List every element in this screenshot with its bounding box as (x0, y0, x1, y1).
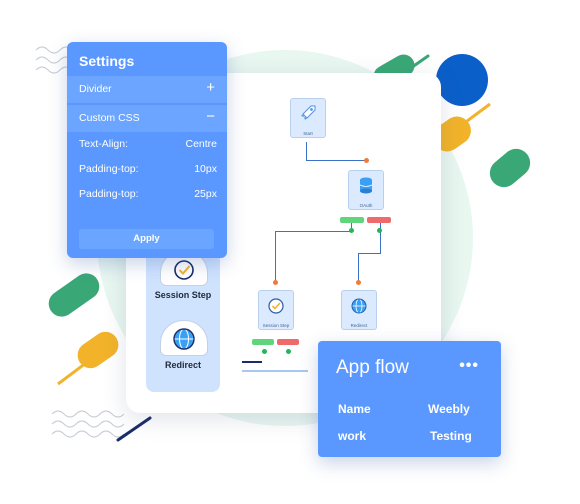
port-out[interactable] (356, 280, 361, 285)
app-flow-field-label: Name (338, 402, 371, 416)
decor-green-line (406, 54, 430, 72)
app-flow-field-value: Weebly (428, 402, 470, 416)
settings-row-label: Text-Align: (79, 138, 129, 150)
decor-green-capsule-right (489, 148, 531, 188)
port-out[interactable] (273, 280, 278, 285)
decor-blue-circle (436, 54, 488, 106)
decor-yellow-capsule-right (433, 116, 471, 152)
redirect-globe-icon (173, 328, 195, 350)
settings-panel: Settings Divider + Custom CSS − Text-Ali… (67, 42, 227, 258)
connector-start-oauth-h (306, 160, 366, 161)
connector-start-oauth-v1 (306, 142, 307, 160)
success-outlet[interactable] (340, 217, 364, 223)
checkmark-gauge-icon (174, 260, 194, 280)
app-flow-card: App flow ••• Name Weebly work Testing (318, 341, 501, 457)
settings-row-padding-top[interactable]: Padding-top: 10px (67, 156, 227, 183)
flow-node-oauth[interactable]: OAuth (348, 170, 384, 210)
connector-oauth-session-v (351, 222, 352, 232)
app-flow-title: App flow (336, 357, 409, 378)
wave-pattern-bottom-left (51, 410, 125, 438)
expand-plus-icon[interactable]: + (206, 79, 215, 96)
failure-outlet[interactable] (277, 339, 299, 345)
settings-row-label: Custom CSS (79, 112, 140, 124)
redirect-globe-icon (351, 298, 367, 314)
settings-row-label: Divider (79, 83, 112, 95)
failure-outlet[interactable] (367, 217, 391, 223)
more-options-icon[interactable]: ••• (459, 357, 479, 374)
decor-navy-stroke (116, 416, 152, 442)
flow-node-start[interactable]: Start (290, 98, 326, 138)
flow-node-label: Redirect (350, 323, 368, 328)
settings-row-label: Padding-top: (79, 188, 139, 200)
settings-row-text-align[interactable]: Text-Align: Centre (67, 131, 227, 158)
settings-row-label: Padding-top: (79, 163, 139, 175)
connector-oauth-redirect-v2 (358, 253, 359, 281)
port-in[interactable] (286, 349, 291, 354)
app-flow-field-value: Testing (430, 429, 472, 443)
apply-button[interactable]: Apply (79, 229, 214, 249)
decor-green-capsule-left (48, 273, 100, 317)
collapse-minus-icon[interactable]: − (206, 108, 215, 125)
flow-node-session-step[interactable]: Session Step (258, 290, 294, 330)
connector-oauth-session-v2 (275, 231, 276, 281)
palette-item-label: Session Step (154, 290, 212, 300)
connector-oauth-redirect-h (358, 253, 381, 254)
flow-node-label: Session Step (262, 323, 290, 328)
app-flow-field-label: work (338, 429, 367, 443)
palette-item-label: Redirect (164, 360, 201, 370)
connector-oauth-redirect-v (380, 222, 381, 254)
success-outlet[interactable] (252, 339, 274, 345)
text-align-value[interactable]: Centre (185, 138, 217, 150)
settings-row-divider[interactable]: Divider + (67, 76, 227, 103)
flow-node-label: OAuth (359, 203, 373, 208)
flow-node-label: Start (303, 131, 313, 136)
drag-indicator-line (242, 370, 308, 372)
checkmark-gauge-icon (268, 298, 284, 314)
settings-row-padding-top[interactable]: Padding-top: 25px (67, 181, 227, 208)
settings-title: Settings (79, 53, 135, 69)
decor-yellow-capsule-left (57, 331, 119, 386)
port-in[interactable] (349, 228, 354, 233)
palette-item-redirect[interactable] (160, 320, 208, 356)
settings-row-custom-css[interactable]: Custom CSS − (67, 105, 227, 132)
port-in[interactable] (377, 228, 382, 233)
padding-top-value[interactable]: 10px (194, 163, 217, 175)
database-icon (359, 177, 373, 194)
drag-indicator-line (242, 361, 262, 363)
rocket-icon (301, 105, 316, 120)
flow-node-redirect[interactable]: Redirect (341, 290, 377, 330)
padding-top-value[interactable]: 25px (194, 188, 217, 200)
port-in[interactable] (262, 349, 267, 354)
connector-oauth-session-h (275, 231, 352, 232)
port-out[interactable] (364, 158, 369, 163)
